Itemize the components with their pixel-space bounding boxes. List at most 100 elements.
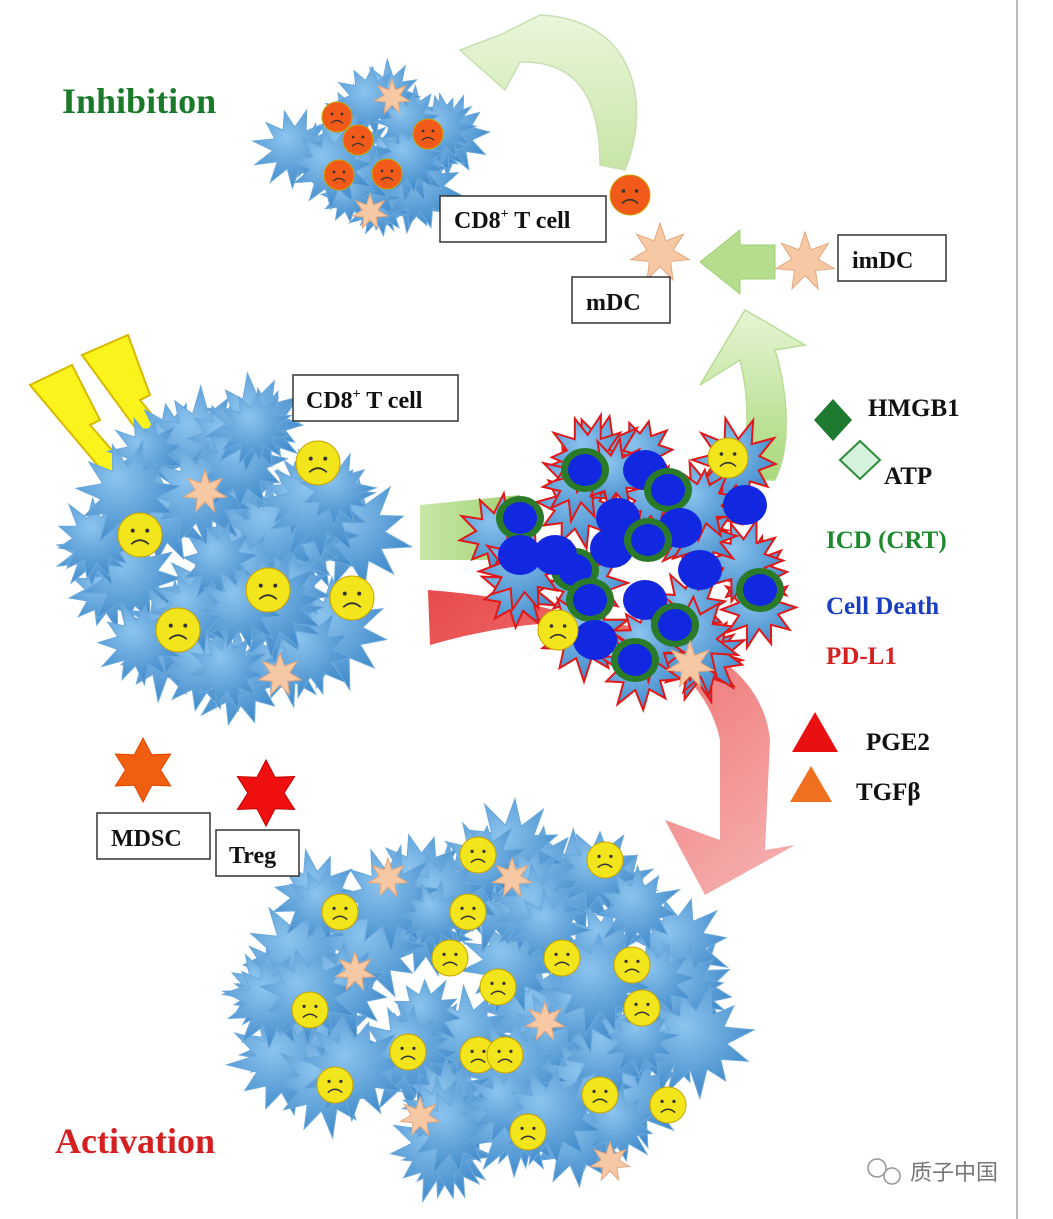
clusters-layer (55, 57, 800, 1204)
tumor-face (486, 1036, 524, 1074)
tumor-cell (338, 843, 441, 955)
dead-cell (618, 644, 652, 676)
irradiated-cluster (55, 371, 414, 727)
tumor-face (543, 939, 581, 977)
cd8-top-label: CD8 (454, 208, 501, 234)
tgfb-label: TGFβ (856, 779, 921, 806)
dead-cell (568, 454, 602, 486)
tgfb-icon (790, 766, 832, 802)
tumor-face (431, 939, 469, 977)
tumor-face (321, 893, 359, 931)
cells-layer (114, 77, 836, 1182)
tumor-face (581, 1076, 619, 1114)
svg-text:CD8+ T cell: CD8+ T cell (454, 207, 571, 234)
atp-icon (838, 439, 882, 481)
mdsc-label: MDSC (111, 826, 182, 852)
mdc-box: mDC (571, 276, 671, 324)
imdc-label: imDC (852, 248, 913, 274)
dc-star (350, 192, 390, 230)
tumor-cell (219, 390, 293, 466)
hmgb1-icon (814, 399, 852, 441)
tumor-face (586, 841, 624, 879)
arrow-up-to-mdc (699, 308, 808, 481)
tumor-face (389, 1033, 427, 1071)
cd8-tcell-face (609, 174, 651, 216)
dead-cell (533, 535, 577, 575)
dead-cell (573, 620, 617, 660)
tumor-cell (182, 521, 260, 600)
cd8-tcell-face (321, 101, 353, 133)
tumor-face (295, 440, 341, 486)
tumor-face (459, 1036, 497, 1074)
tumor-face (509, 1113, 547, 1151)
watermark: 质子中国 (867, 1158, 998, 1186)
dead-cell (678, 550, 722, 590)
tumor-face (155, 607, 201, 653)
tumor-face (117, 512, 163, 558)
dc-star (257, 651, 303, 697)
dc-star (182, 468, 228, 514)
imdc-star (774, 230, 836, 291)
dead-cell (573, 584, 607, 616)
mdc-star (629, 221, 691, 282)
cd8-tcell-face (323, 159, 355, 191)
tumor-face (459, 836, 497, 874)
tumor-cell (497, 1066, 602, 1166)
dead-cell (623, 580, 667, 620)
tumor-face (537, 609, 579, 651)
hmgb1-label: HMGB1 (868, 395, 960, 422)
treg-box: Treg (215, 829, 300, 877)
tumor-face (245, 567, 291, 613)
watermark-text: 质子中国 (910, 1161, 998, 1186)
inhibition-title: Inhibition (62, 81, 216, 121)
dc-star (372, 77, 412, 115)
dead-cell (498, 535, 542, 575)
tumor-cell (74, 439, 182, 547)
tumor-face (316, 1066, 354, 1104)
dead-cell (503, 502, 537, 534)
tumor-face (329, 575, 375, 621)
dead-cell (658, 609, 692, 641)
tumor-cell (187, 626, 268, 713)
legend: HMGB1 ATP ICD (CRT) Cell Death PD-L1 PGE… (790, 395, 960, 806)
cell-death-label: Cell Death (826, 593, 939, 620)
pdl1-label: PD-L1 (826, 643, 897, 670)
dc-star (523, 1000, 567, 1042)
cd8-top-box: CD8+ T cell (439, 195, 607, 243)
dead-cell (651, 474, 685, 506)
dead-cell (590, 528, 634, 568)
tumor-face (479, 968, 517, 1006)
dc-star (665, 639, 715, 689)
tumor-cell (594, 864, 682, 953)
tumor-face (707, 437, 749, 479)
icd-label: ICD (CRT) (826, 527, 947, 554)
dead-cell (743, 574, 777, 606)
treg-icon (236, 758, 296, 828)
dc-star (490, 856, 534, 898)
svg-text:CD8+ T cell: CD8+ T cell (306, 387, 423, 414)
dc-star (588, 1140, 632, 1182)
tumor-face (449, 893, 487, 931)
dc-star (398, 1095, 442, 1137)
dc-star (333, 950, 377, 992)
cd8-tcell-face (412, 118, 444, 150)
pge2-icon (792, 712, 838, 752)
cd8-tcell-face (371, 158, 403, 190)
atp-label: ATP (884, 463, 932, 490)
pge2-label: PGE2 (866, 729, 930, 756)
cd8-mid-box: CD8+ T cell (292, 374, 459, 422)
dead-cell (723, 485, 767, 525)
arrow-imdc-mdc (699, 228, 776, 296)
tumor-face (649, 1086, 687, 1124)
mdsc-icon (114, 736, 172, 804)
imdc-box: imDC (837, 234, 947, 282)
activation-title: Activation (55, 1121, 215, 1161)
mdsc-box: MDSC (96, 812, 211, 860)
arrow-to-inhibition (458, 14, 638, 171)
cd8-tcell-face (342, 124, 374, 156)
tumor-face (291, 991, 329, 1029)
cd8-mid-label: CD8 (306, 388, 353, 414)
dc-star (366, 856, 410, 898)
treg-label: Treg (229, 843, 276, 869)
